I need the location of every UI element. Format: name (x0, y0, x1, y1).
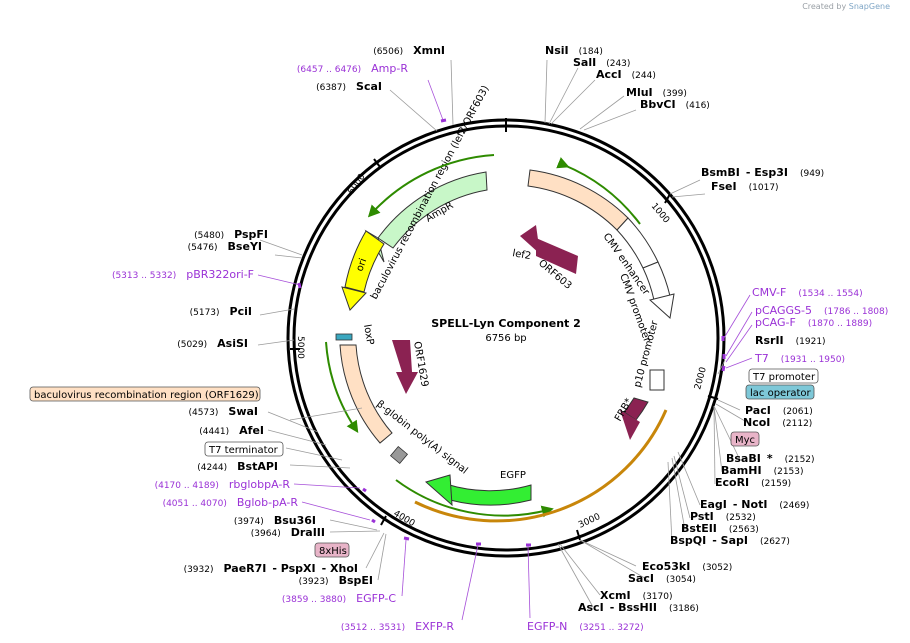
site-pci[interactable]: (5173)PciI (190, 305, 252, 318)
label-egfp: EGFP (500, 470, 526, 481)
label-beta-globin: β-globin poly(A) signal (374, 399, 469, 477)
box-t7-terminator[interactable] (204, 441, 284, 457)
label-ori: ori (354, 257, 369, 273)
site-xcm[interactable]: XcmI(3170) (600, 589, 673, 602)
label-lef2: lef2 (511, 248, 531, 262)
feature-orf603[interactable] (536, 238, 578, 274)
feature-egfp-arrowhead (424, 474, 453, 507)
box-myc-label: Myc (735, 435, 755, 446)
site-sca[interactable]: (6387)ScaI (316, 80, 382, 93)
feature-orf1629[interactable] (392, 340, 418, 394)
site-pac[interactable]: PacI(2061) (745, 404, 813, 417)
site-bsu36[interactable]: (3974)Bsu36I (234, 514, 316, 527)
primer-rbglob[interactable]: (4170 .. 4189)rbglobpA-R (155, 478, 291, 491)
feature-baculo-orf1629[interactable] (339, 344, 393, 444)
site-pst[interactable]: PstI(2532) (690, 510, 756, 523)
site-dra3[interactable]: (3964)DraIII (251, 526, 325, 539)
orange-strand-arrows (414, 409, 668, 523)
site-eag[interactable]: EagI- NotI(2469) (700, 498, 809, 511)
site-fse[interactable]: FseI(1017) (711, 180, 779, 193)
primer-bglob[interactable]: (4051 .. 4070)Bglob-pA-R (163, 496, 299, 509)
site-sac[interactable]: SacI(3054) (628, 572, 696, 585)
box-8xhis-label: 8xHis (319, 546, 347, 557)
feature-baculo-top[interactable] (527, 169, 629, 231)
site-rsr[interactable]: RsrII(1921) (755, 334, 826, 347)
box-8xhis[interactable] (314, 542, 350, 558)
site-acc[interactable]: AccI(244) (596, 68, 656, 81)
snapgene-logo-icon: SnapGene (848, 2, 890, 11)
tick-2000: 2000 (693, 366, 709, 391)
primer-pbr[interactable]: (5313 .. 5332)pBR322ori-F (112, 268, 254, 281)
primer-egfpc[interactable]: (3859 .. 3880)EGFP-C (282, 592, 396, 605)
site-nco[interactable]: NcoI(2112) (743, 416, 812, 429)
tick-marks (290, 118, 719, 541)
primer-ampr[interactable]: (6457 .. 6476)Amp-R (297, 62, 408, 75)
primer-pcag[interactable]: pCAG-F(1870 .. 1889) (755, 316, 872, 329)
primer-egfpn[interactable]: EGFP-N(3251 .. 3272) (527, 620, 644, 633)
box-myc[interactable] (730, 431, 760, 447)
site-bst2[interactable]: BstEII(2563) (681, 522, 759, 535)
plasmid-length: 6756 bp (485, 333, 526, 344)
site-leaders (257, 59, 751, 608)
snapgene-credit: Created by SnapGene (802, 2, 890, 11)
feature-cmv-arrowhead (648, 293, 675, 319)
site-bsabi[interactable]: BsaBI*(2152) (726, 452, 815, 465)
box-baculo-orf1629-label: baculovirus recombination region (ORF162… (34, 390, 259, 401)
site-eco53[interactable]: Eco53kI(3052) (642, 560, 732, 573)
feature-lef2 (520, 225, 540, 254)
site-bsmbi[interactable]: BsmBI- Esp3I(949) (701, 166, 824, 179)
site-asisi[interactable]: (5029)AsiSI (177, 337, 248, 350)
box-t7-terminator-label: T7 terminator (208, 445, 279, 456)
primer-leaders (257, 79, 753, 621)
strand-arrows (325, 154, 641, 518)
box-lac-operator[interactable] (745, 384, 815, 400)
box-baculo-orf1629[interactable] (29, 386, 261, 402)
feature-ampr[interactable] (377, 171, 488, 249)
site-xmn[interactable]: (6506)XmnI (373, 44, 445, 57)
feature-ori-arrowhead (341, 286, 367, 311)
primer-cmvf[interactable]: CMV-F(1534 .. 1554) (752, 286, 863, 299)
feature-loxp[interactable] (335, 333, 353, 341)
site-sal[interactable]: SalI(243) (573, 56, 630, 69)
site-mlu[interactable]: MluI(399) (626, 86, 687, 99)
site-swa[interactable]: (4573)SwaI (188, 405, 258, 418)
site-afe[interactable]: (4441)AfeI (199, 424, 264, 437)
feature-egfp[interactable] (445, 483, 532, 506)
site-nsi[interactable]: NsiI(184) (545, 44, 603, 57)
primer-t7[interactable]: T7(1931 .. 1950) (754, 352, 845, 365)
feature-p10-promoter[interactable] (649, 369, 665, 391)
box-t7-promoter-label: T7 promoter (752, 372, 816, 383)
label-loxp: loxP (361, 324, 375, 346)
site-bbv[interactable]: BbvCI(416) (640, 98, 710, 111)
site-bam[interactable]: BamHI(2153) (721, 464, 804, 477)
primer-exfpr[interactable]: (3512 .. 3531)EXFP-R (341, 620, 454, 633)
primer-pcaggs[interactable]: pCAGGS-5(1786 .. 1808) (755, 304, 888, 317)
site-bspqi[interactable]: BspQI- SapI(2627) (670, 534, 790, 547)
plasmid-name: SPELL-Lyn Component 2 (431, 317, 581, 330)
site-bseyi[interactable]: (5476)BseYI (188, 240, 262, 253)
site-pae[interactable]: (3932)PaeR7I- PspXI- XhoI (184, 562, 358, 575)
primer-bars (297, 118, 726, 547)
feature-beta-globin-polya[interactable] (389, 445, 409, 465)
site-eco[interactable]: EcoRI(2159) (715, 476, 791, 489)
feature-cmv-promoter[interactable] (642, 261, 671, 301)
label-orf1629: ORF1629 (411, 341, 430, 388)
box-lac-operator-label: lac operator (750, 388, 811, 399)
tick-5000: 5000 (295, 336, 305, 359)
feature-frb[interactable] (623, 397, 649, 421)
site-asc[interactable]: AscI- BssHII(3186) (578, 601, 699, 614)
tick-1000: 1000 (649, 202, 672, 226)
feature-frb-arrowhead (620, 410, 640, 440)
site-pspfi[interactable]: (5480)PspFI (194, 228, 268, 241)
box-t7-promoter[interactable] (748, 368, 819, 384)
site-bstapi[interactable]: (4244)BstAPI (197, 460, 278, 473)
site-bspei[interactable]: (3923)BspEI (299, 574, 373, 587)
